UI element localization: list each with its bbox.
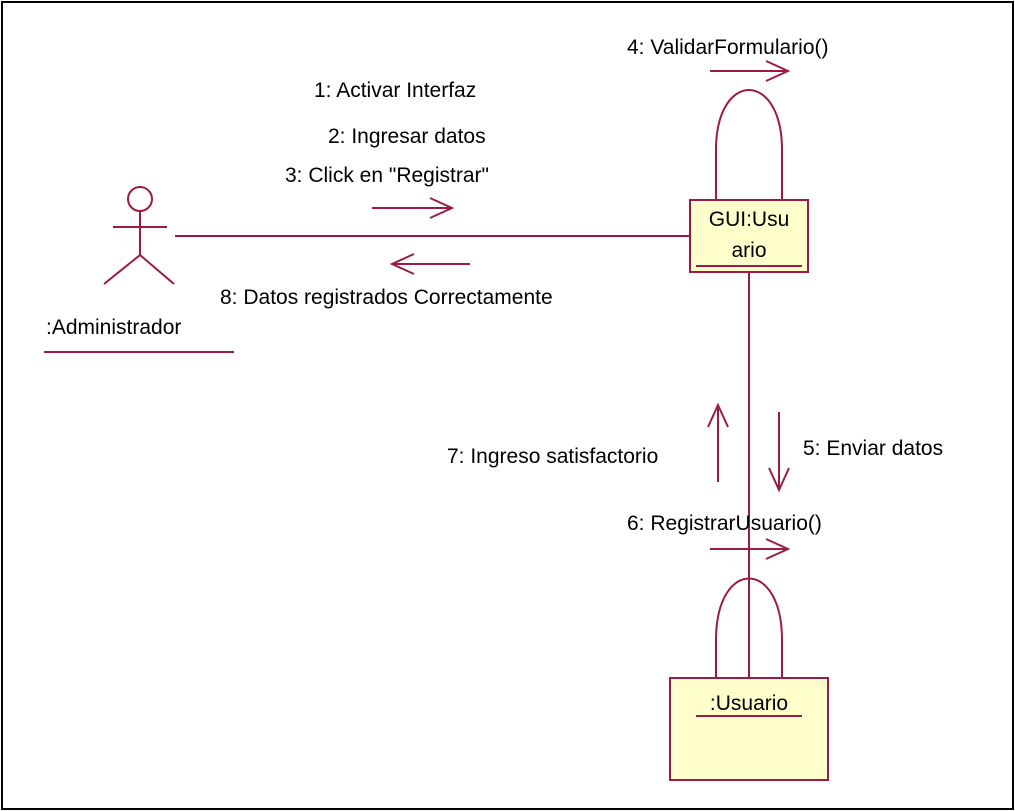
object-gui-usuario <box>689 199 809 273</box>
message-2-label: 2: Ingresar datos <box>328 125 486 148</box>
message-arrows <box>372 60 791 560</box>
arrow-message-7 <box>707 402 729 482</box>
arrow-message-5 <box>768 412 790 493</box>
message-4-label: 4: ValidarFormulario() <box>627 36 829 59</box>
actor-right-leg <box>139 254 175 285</box>
arrow-message-8 <box>389 253 470 275</box>
links <box>175 89 783 678</box>
actor-left-leg <box>103 254 141 285</box>
arrow-message-3 <box>372 197 455 219</box>
message-6-label: 6: RegistrarUsuario() <box>627 512 822 535</box>
message-5-label: 5: Enviar datos <box>803 437 943 460</box>
actor-administrador <box>103 186 175 285</box>
object-usuario-label: :Usuario <box>710 692 788 715</box>
message-7-label: 7: Ingreso satisfactorio <box>447 445 658 468</box>
arrow-message-6 <box>710 538 791 560</box>
message-1-label: 1: Activar Interfaz <box>314 79 476 102</box>
message-3-label: 3: Click en "Registrar" <box>285 164 489 187</box>
actor-label: :Administrador <box>46 316 181 339</box>
object-gui-usuario-label-line1: GUI:Usu <box>709 208 790 231</box>
self-loop-gui <box>715 89 783 200</box>
self-loop-usuario <box>715 577 783 678</box>
object-gui-usuario-label-line2: ario <box>731 239 766 262</box>
arrow-message-4 <box>710 60 791 82</box>
message-8-label: 8: Datos registrados Correctamente <box>220 286 553 309</box>
object-usuario <box>669 677 829 781</box>
